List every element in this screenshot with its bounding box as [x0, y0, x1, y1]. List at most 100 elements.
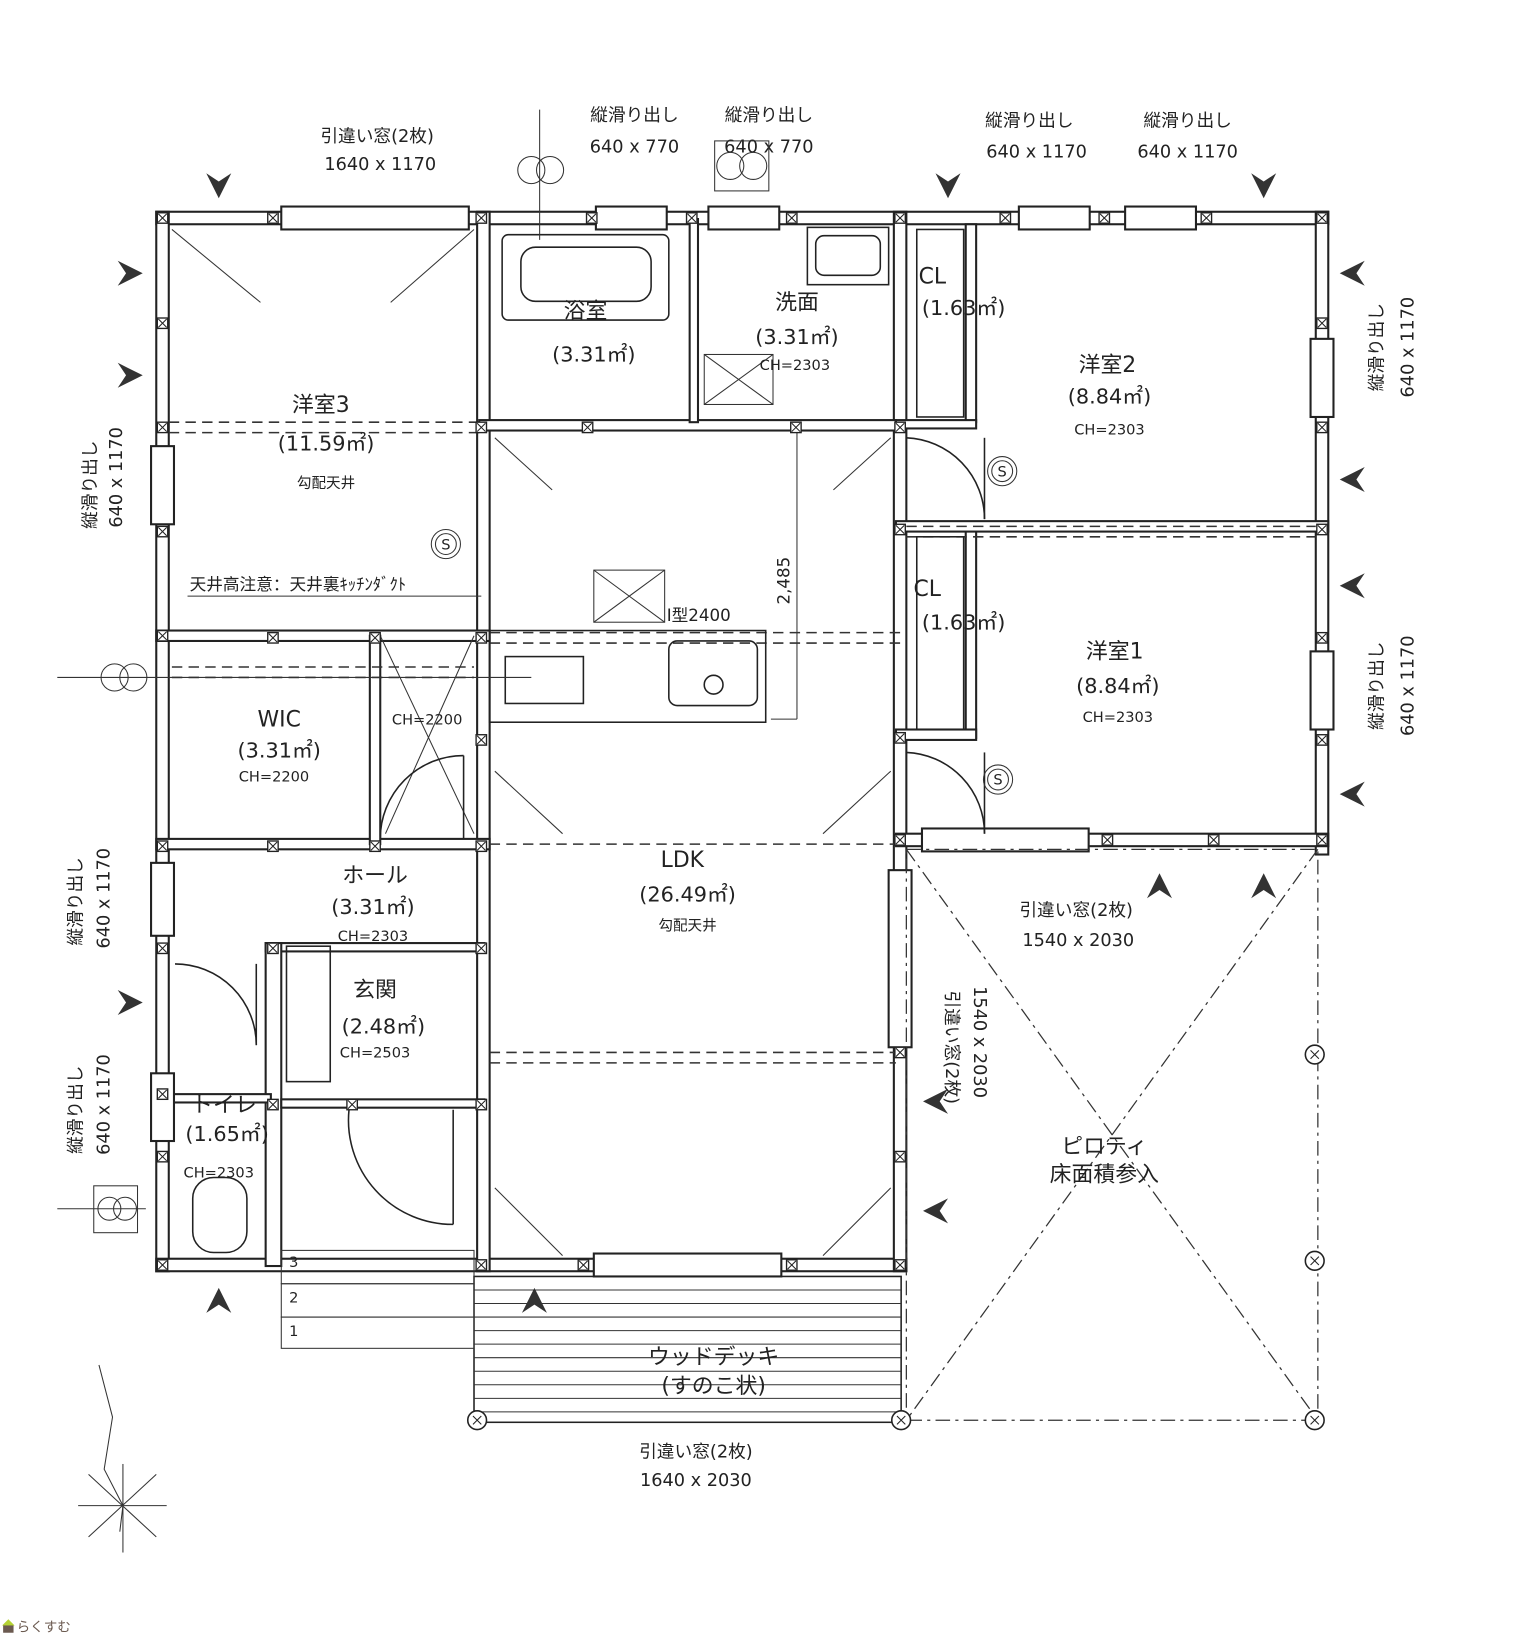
column-icon	[894, 212, 906, 224]
post-icon	[1304, 1410, 1325, 1431]
column-icon	[894, 731, 906, 744]
column-icon	[369, 840, 381, 853]
room-name: トイレ	[191, 1093, 257, 1118]
room-ceiling-height: CH=2200	[239, 769, 309, 786]
room-note: (すのこ状)	[661, 1374, 766, 1399]
section-arrow-icon	[1339, 573, 1365, 599]
dimension-label: 2,485	[775, 557, 794, 605]
window-size: 1540 x 2030	[1022, 931, 1134, 951]
room-name: ピロティ	[1061, 1135, 1147, 1160]
room-area: (8.84㎡)	[1076, 674, 1159, 698]
column-icon	[1316, 523, 1328, 536]
section-arrow-icon	[1339, 781, 1365, 807]
room-name: WIC	[258, 707, 301, 732]
section-arrow-icon	[117, 362, 143, 388]
room-ceiling-height: CH=2303	[338, 928, 408, 945]
column-icon	[1316, 317, 1328, 330]
floor-drain	[703, 353, 774, 405]
section-arrow-icon	[923, 1198, 949, 1224]
svg-text:S: S	[441, 536, 450, 553]
kitchen-type-label: I型2400	[667, 606, 731, 625]
room-area: (3.31㎡)	[755, 325, 838, 349]
room-name: 玄関	[353, 978, 397, 1003]
switch-symbols: S S S	[430, 456, 1018, 795]
column-icon	[156, 840, 169, 853]
column-icon	[475, 1259, 488, 1271]
column-icon	[346, 1098, 359, 1111]
range-hood	[593, 569, 666, 623]
column-icon	[475, 421, 488, 434]
room-name: CL	[913, 577, 941, 602]
doors	[175, 437, 986, 1226]
room-ceiling-height: CH=2200	[392, 711, 462, 728]
bathtub	[501, 233, 670, 321]
window-size: 640 x 1170	[94, 848, 114, 949]
svg-text:らくすむ: らくすむ	[17, 1620, 71, 1633]
column-icon	[894, 1046, 906, 1059]
svg-text:S: S	[998, 463, 1007, 480]
column-icon	[585, 212, 598, 224]
toilet-bowl	[191, 1176, 248, 1254]
kitchen-sink	[668, 640, 759, 707]
column-icon	[1316, 631, 1328, 644]
room-area: (3.31㎡)	[237, 739, 320, 763]
switch-icon: S	[987, 456, 1018, 487]
window-type: 縦滑り出し	[1366, 303, 1387, 392]
window-size: 640 x 1170	[1137, 143, 1238, 163]
room-name: 洋室3	[292, 393, 350, 418]
column-icon	[267, 840, 279, 853]
window-type: 縦滑り出し	[985, 110, 1074, 131]
vent-symbols	[57, 109, 770, 1234]
column-icon	[267, 212, 279, 224]
room-name: CL	[919, 265, 947, 290]
section-arrow-icon	[1251, 173, 1277, 199]
section-arrow-icon	[117, 989, 143, 1015]
window-type: 縦滑り出し	[1366, 641, 1387, 730]
window-type: 引違い窓(2枚)	[639, 1442, 753, 1463]
section-arrow-icon	[206, 173, 232, 199]
window-size: 1640 x 1170	[324, 155, 436, 175]
section-arrow-icon	[923, 1088, 949, 1114]
column-icon	[785, 1259, 798, 1271]
room-note: 勾配天井	[297, 475, 355, 492]
wood-deck	[473, 1275, 902, 1424]
column-icon	[156, 1150, 169, 1163]
column-icon	[156, 1259, 169, 1271]
column-icon	[156, 317, 169, 330]
room-ceiling-height: CH=2303	[184, 1164, 254, 1181]
column-icon	[369, 631, 381, 644]
room-note: 勾配天井	[658, 918, 716, 935]
walls	[155, 210, 1330, 1273]
window-type: 縦滑り出し	[725, 105, 814, 126]
column-icon	[267, 1098, 279, 1111]
vent-icon	[714, 140, 770, 192]
svg-text:S: S	[993, 772, 1002, 789]
room-note: 床面積参入	[1050, 1163, 1159, 1188]
column-icon	[267, 942, 279, 955]
column-icon	[156, 421, 169, 434]
room-ceiling-height: CH=2303	[760, 357, 830, 374]
switch-icon: S	[982, 764, 1014, 795]
stair-step-3: 3	[289, 1254, 298, 1271]
vent-icon	[517, 109, 565, 240]
fixtures	[191, 226, 965, 1254]
room-name: 洗面	[775, 291, 819, 316]
room-area: (8.84㎡)	[1068, 384, 1151, 408]
window-type: 縦滑り出し	[1143, 110, 1232, 131]
room-area: (3.31㎡)	[331, 895, 414, 919]
column-icon	[1316, 212, 1328, 224]
stair-step-1: 1	[289, 1323, 298, 1340]
stair-step-2: 2	[289, 1289, 298, 1306]
column-icon	[894, 1259, 906, 1271]
column-icon	[1316, 734, 1328, 746]
column-icon	[1098, 212, 1111, 224]
shoe-cabinet	[285, 945, 332, 1083]
section-markers	[117, 173, 1365, 1313]
column-icon	[790, 421, 802, 434]
column-icon	[156, 1088, 169, 1101]
window-type: 縦滑り出し	[65, 857, 86, 946]
column-icon	[1207, 834, 1220, 846]
column-icon	[475, 942, 488, 955]
section-arrow-icon	[206, 1287, 232, 1313]
